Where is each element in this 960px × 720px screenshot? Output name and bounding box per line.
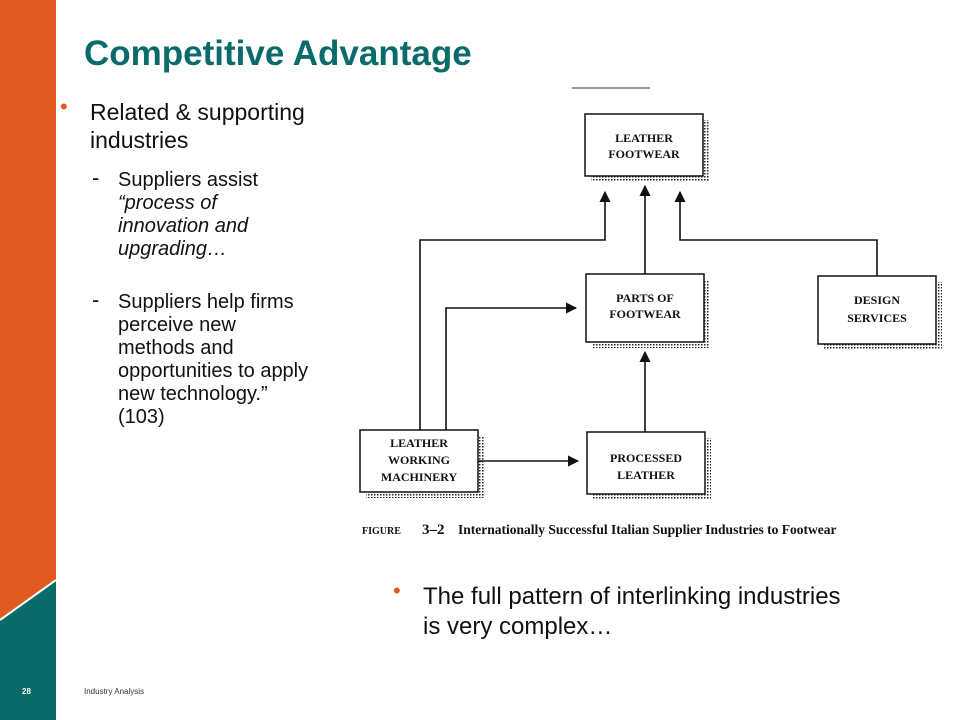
box-design-services: DESIGN SERVICES — [817, 275, 942, 350]
box-label: LEATHER — [617, 468, 675, 482]
sub-bullet-line: “process of — [118, 192, 217, 214]
caption-text: Internationally Successful Italian Suppl… — [458, 522, 837, 537]
figure-caption: FIGURE 3–2 Internationally Successful It… — [362, 522, 837, 538]
box-label: LEATHER — [390, 436, 448, 450]
slide-title: Competitive Advantage — [84, 34, 472, 73]
bullet-main-line: industries — [90, 127, 189, 153]
box-label: DESIGN — [854, 293, 900, 307]
sub-bullet-line: upgrading… — [118, 238, 227, 260]
sub-bullet-line: perceive new — [118, 314, 236, 336]
diagram-connectors — [419, 184, 878, 467]
bullet-complex-pattern: The full pattern of interlinking industr… — [423, 582, 841, 642]
supplier-industries-diagram: LEATHER FOOTWEAR PARTS OF FOOTWEAR DESIG… — [359, 87, 942, 538]
sub-bullet-line: opportunities to apply — [118, 360, 309, 382]
caption-label: FIGURE — [362, 526, 401, 537]
box-label: FOOTWEAR — [608, 147, 680, 161]
sub-bullet-marker: - — [92, 165, 100, 190]
box-parts-of-footwear: PARTS OF FOOTWEAR — [585, 273, 710, 348]
box-label: FOOTWEAR — [609, 307, 681, 321]
sub-bullet-line: new technology.” — [118, 383, 268, 405]
box-label: WORKING — [388, 453, 450, 467]
footer-text: Industry Analysis — [84, 687, 145, 696]
bullet-line: is very complex… — [423, 613, 613, 640]
sub-bullet-line: Suppliers help firms — [118, 291, 294, 313]
bullet-marker: • — [60, 94, 68, 119]
sub-bullet-line: Suppliers assist — [118, 169, 259, 191]
box-leather-footwear: LEATHER FOOTWEAR — [584, 113, 709, 182]
box-processed-leather: PROCESSED LEATHER — [586, 431, 711, 500]
sub-bullet-suppliers-help: Suppliers help firms perceive new method… — [118, 291, 308, 429]
box-label: PARTS OF — [616, 291, 674, 305]
arrow-machinery-to-footwear — [419, 190, 611, 430]
box-leather-working-machinery: LEATHER WORKING MACHINERY — [359, 429, 484, 498]
box-label: PROCESSED — [610, 451, 682, 465]
bullet-main-line: Related & supporting — [90, 99, 305, 125]
side-accent-bar — [0, 0, 56, 720]
sub-bullet-suppliers-assist: Suppliers assist “process of innovation … — [118, 169, 258, 261]
box-label: SERVICES — [847, 311, 907, 325]
sub-bullet-line: (103) — [118, 406, 165, 428]
sub-bullet-line: innovation and — [118, 215, 249, 237]
box-label: LEATHER — [615, 131, 673, 145]
sub-bullet-marker: - — [92, 287, 100, 312]
caption-number: 3–2 — [422, 522, 445, 538]
bullet-line: The full pattern of interlinking industr… — [423, 583, 841, 610]
box-label: MACHINERY — [381, 470, 458, 484]
bullet-main: Related & supporting industries — [90, 98, 305, 154]
bullet-marker: • — [393, 578, 401, 603]
arrow-machinery-to-parts — [445, 302, 578, 430]
page-number: 28 — [22, 687, 31, 696]
sub-bullet-line: methods and — [118, 337, 234, 359]
arrow-design-to-footwear — [674, 190, 878, 276]
